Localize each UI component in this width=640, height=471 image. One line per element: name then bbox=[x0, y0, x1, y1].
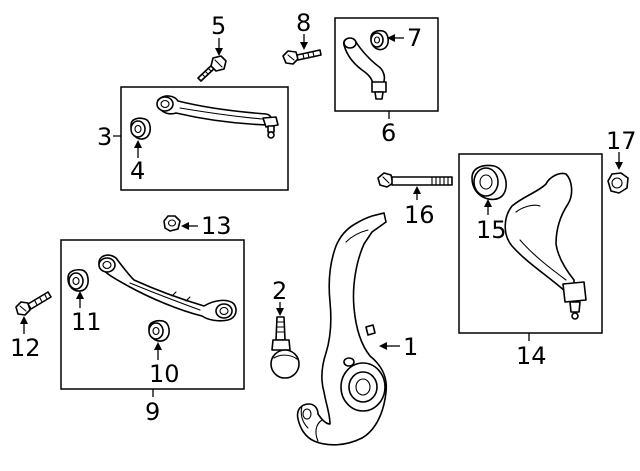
nut-part-17 bbox=[607, 172, 629, 194]
callout-8: 8 bbox=[296, 9, 311, 37]
bushing-part-10 bbox=[148, 319, 170, 342]
callout-14: 14 bbox=[516, 342, 547, 370]
bushing-part-4 bbox=[130, 117, 151, 140]
callout-13: 13 bbox=[201, 212, 232, 240]
arrowhead-5 bbox=[215, 48, 223, 56]
callout-12: 12 bbox=[10, 334, 41, 362]
arrowhead-1 bbox=[379, 342, 387, 350]
bolt-part-16 bbox=[377, 172, 453, 188]
callout-5: 5 bbox=[211, 12, 226, 40]
callout-11: 11 bbox=[71, 308, 102, 336]
callout-2: 2 bbox=[272, 277, 287, 305]
callout-4: 4 bbox=[130, 157, 145, 185]
arrowhead-16 bbox=[413, 186, 421, 194]
bushing-part-11 bbox=[67, 268, 89, 292]
arrowhead-10 bbox=[154, 342, 162, 350]
arrowhead-7 bbox=[387, 34, 395, 42]
bushing-part-15 bbox=[471, 164, 507, 201]
lower-control-arm-part-9 bbox=[98, 254, 237, 322]
callout-7: 7 bbox=[407, 24, 422, 52]
callout-16: 16 bbox=[404, 201, 435, 229]
bolt-part-5 bbox=[197, 55, 227, 82]
steering-knuckle-part-1 bbox=[296, 212, 388, 446]
group-box-6 bbox=[334, 17, 439, 112]
bolt-part-8 bbox=[282, 49, 322, 65]
arrowhead-17 bbox=[615, 162, 623, 170]
callout-10: 10 bbox=[149, 360, 180, 388]
callout-3: 3 bbox=[97, 123, 112, 151]
upper-control-arm-part-3 bbox=[156, 95, 279, 139]
arrowhead-15 bbox=[484, 199, 492, 207]
bolt-part-12 bbox=[15, 291, 52, 316]
arrowhead-2 bbox=[276, 308, 284, 316]
callout-17: 17 bbox=[606, 127, 637, 155]
arrowhead-8 bbox=[300, 42, 308, 50]
control-arm-part-14 bbox=[504, 172, 587, 320]
group-box-3 bbox=[120, 86, 289, 191]
group-box-14 bbox=[458, 153, 603, 334]
arrowhead-4 bbox=[134, 140, 142, 148]
arrowhead-13 bbox=[181, 222, 189, 230]
arrowhead-12 bbox=[20, 316, 28, 324]
arrowhead-11 bbox=[76, 291, 84, 299]
callout-9: 9 bbox=[145, 398, 160, 426]
callout-6: 6 bbox=[381, 119, 396, 147]
ball-joint-part-2 bbox=[270, 316, 300, 379]
bushing-part-7 bbox=[370, 29, 389, 51]
control-arm-part-6 bbox=[342, 37, 387, 100]
callout-1: 1 bbox=[403, 333, 418, 361]
callout-15: 15 bbox=[476, 216, 507, 244]
nut-part-13 bbox=[163, 215, 181, 232]
